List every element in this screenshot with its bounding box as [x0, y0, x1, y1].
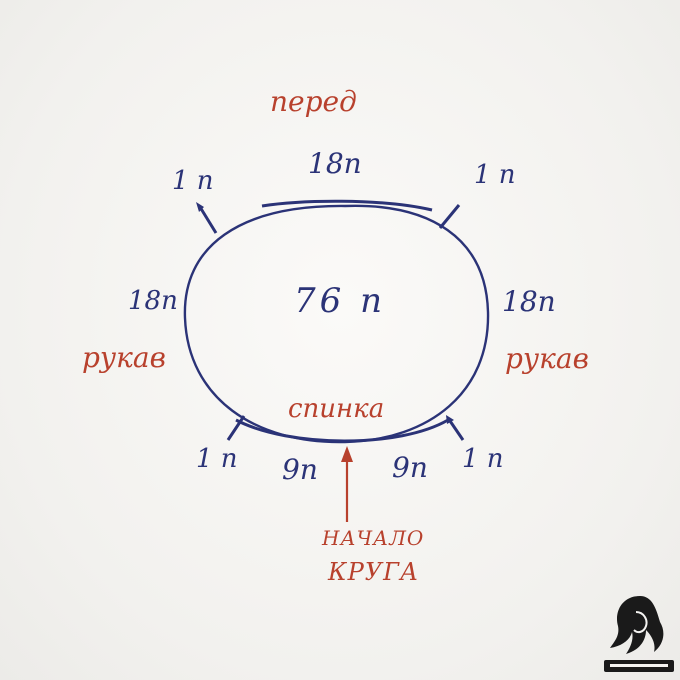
watermark-logo [604, 596, 674, 672]
marker-tick-top-right [438, 204, 461, 229]
left-count-label: 18п [128, 286, 178, 316]
total-count-label: 76 п [294, 281, 386, 321]
left-sleeve-label: рукав [82, 341, 166, 374]
marker-arrow-top-left [196, 202, 204, 212]
marker-tick-bottom-left [226, 415, 246, 441]
marker-tick-top-left [198, 206, 218, 234]
bottom-right-marker-label: 1 п [462, 444, 504, 474]
front-label: перед [270, 85, 357, 118]
start-label-line2: КРУГА [328, 558, 420, 586]
start-arrow-head [341, 446, 353, 462]
start-label-line1: НАЧАЛО [322, 526, 425, 550]
back-label: спинка [288, 394, 385, 424]
bottom-right-count-label: 9п [392, 451, 428, 484]
bottom-left-count-label: 9п [282, 453, 318, 486]
right-sleeve-label: рукав [505, 342, 589, 375]
right-count-label: 18п [502, 285, 556, 318]
bottom-left-marker-label: 1 п [196, 444, 238, 474]
top-edge-stroke [261, 199, 433, 212]
bottom-edge-stroke [235, 418, 449, 443]
top-count-label: 18п [308, 147, 362, 180]
top-right-marker-label: 1 п [474, 160, 516, 190]
top-left-marker-label: 1 п [172, 166, 214, 196]
marker-arrow-bottom-right [446, 415, 454, 424]
